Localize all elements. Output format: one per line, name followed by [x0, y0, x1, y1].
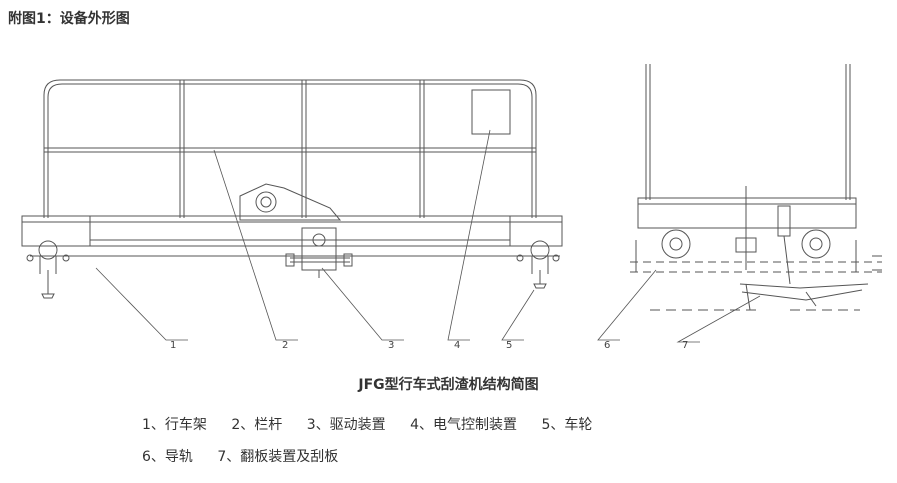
callout-2: 2 [282, 340, 288, 351]
callout-1: 1 [170, 340, 176, 351]
electrical-control-box [471, 89, 511, 135]
railing [43, 79, 537, 218]
legend-row-1: 1、行车架 2、栏杆 3、驱动装置 4、电气控制装置 5、车轮 [142, 414, 612, 434]
carriage-frame [21, 215, 563, 257]
end-wheels [635, 229, 857, 272]
flap-and-scraper [650, 205, 869, 311]
end-view [630, 64, 882, 311]
callout-3: 3 [388, 340, 394, 351]
leader-lines [95, 129, 761, 343]
legend-item-2: 2、栏杆 [231, 417, 283, 433]
diagram-caption: JFG型行车式刮渣机结构简图 [358, 377, 539, 393]
legend-item-5: 5、车轮 [541, 417, 593, 433]
callout-6: 6 [604, 340, 610, 351]
guide-rails [630, 255, 882, 273]
wheel-left [26, 240, 70, 299]
legend-item-1: 1、行车架 [142, 417, 207, 433]
legend-item-3: 3、驱动装置 [306, 417, 386, 433]
end-railing [645, 64, 851, 200]
callout-4: 4 [454, 340, 460, 351]
legend-item-6: 6、导轨 [142, 449, 193, 465]
drive-unit [239, 183, 353, 278]
wheel-right [516, 240, 560, 289]
legend-item-4: 4、电气控制装置 [410, 417, 518, 433]
callout-7: 7 [682, 340, 688, 351]
side-view [21, 79, 563, 299]
legend-item-7: 7、翻板装置及刮板 [217, 449, 339, 465]
callout-numbers: 1 2 3 4 5 6 7 [170, 340, 688, 351]
callout-5: 5 [506, 340, 512, 351]
end-frame [637, 186, 857, 270]
figure-header: 附图1：设备外形图 [8, 11, 130, 27]
legend-row-2: 6、导轨 7、翻板装置及刮板 [142, 446, 358, 466]
